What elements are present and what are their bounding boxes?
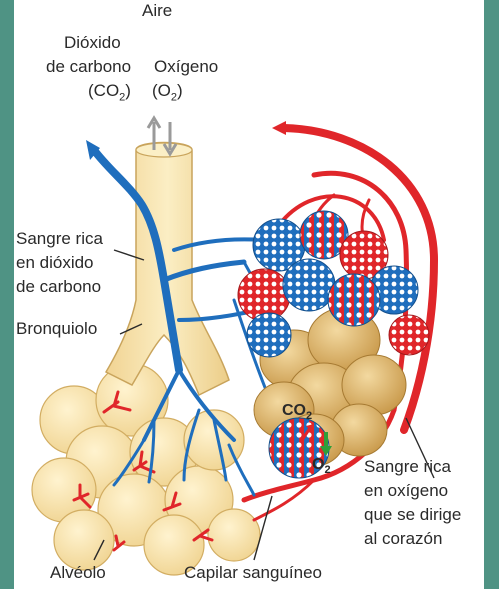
co2-close: ) xyxy=(125,81,131,100)
o2-inner-text: O xyxy=(312,456,324,473)
co2-inner-text: CO xyxy=(282,402,306,419)
label-sangre-o2-1: Sangre rica xyxy=(364,456,451,478)
label-dioxido-1: Dióxido xyxy=(64,32,121,54)
label-sangre-o2-3: que se dirige xyxy=(364,504,461,526)
label-bronquiolo: Bronquiolo xyxy=(16,318,97,340)
label-sangre-o2-2: en oxígeno xyxy=(364,480,448,502)
o2-close: ) xyxy=(177,81,183,100)
label-co2-formula: (CO2) xyxy=(88,80,131,108)
label-sangre-o2-4: al corazón xyxy=(364,528,442,550)
label-sangre-co2-1: Sangre rica xyxy=(16,228,103,250)
label-aire: Aire xyxy=(142,0,172,22)
co2-text: (CO xyxy=(88,81,119,100)
label-oxigeno: Oxígeno xyxy=(154,56,218,78)
label-sangre-co2-2: en dióxido xyxy=(16,252,94,274)
label-o2-formula: (O2) xyxy=(152,80,183,108)
label-o2-inner: O2 xyxy=(312,454,331,481)
o2-text: (O xyxy=(152,81,171,100)
co2-inner-sub: 2 xyxy=(306,410,312,422)
label-co2-inner: CO2 xyxy=(282,400,312,427)
label-sangre-co2-3: de carbono xyxy=(16,276,101,298)
label-alveolo: Alvéolo xyxy=(50,562,106,584)
red-arrow-icon xyxy=(272,121,286,135)
o2-inner-sub: 2 xyxy=(324,464,330,476)
diagram-panel: Aire Dióxido de carbono (CO2) Oxígeno (O… xyxy=(14,0,484,589)
label-dioxido-2: de carbono xyxy=(46,56,131,78)
label-capilar: Capilar sanguíneo xyxy=(184,562,322,584)
alveolus-cluster xyxy=(32,364,260,575)
